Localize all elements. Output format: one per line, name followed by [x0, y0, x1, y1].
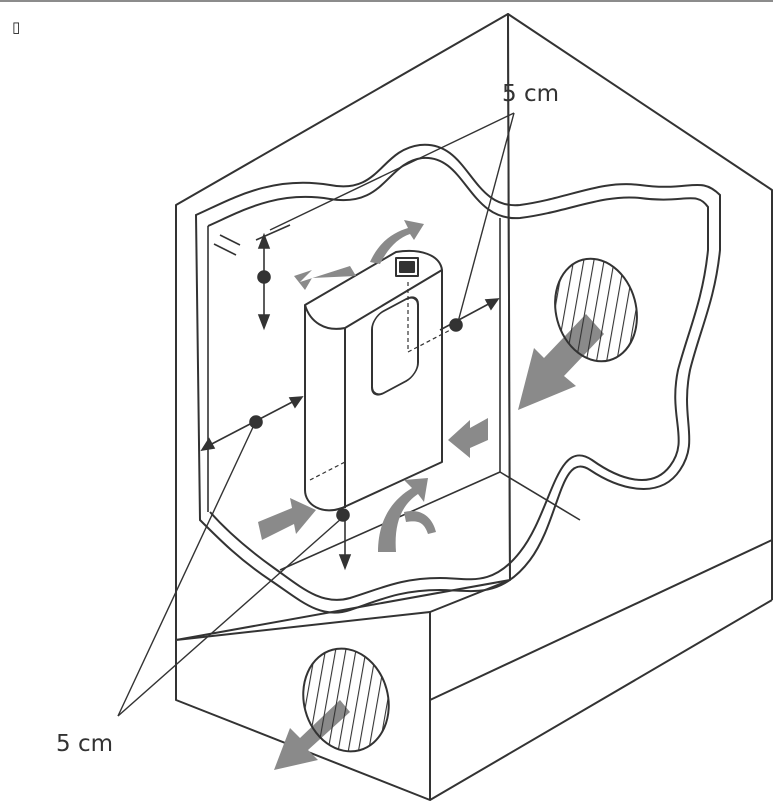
cutaway-edge — [194, 143, 721, 614]
top-divider — [0, 0, 773, 2]
guide-lines — [309, 282, 457, 515]
leader-lines — [117, 112, 515, 717]
vent-openings — [302, 257, 638, 753]
clearance-arrows — [200, 224, 500, 571]
top-clearance-label: 5 cm — [502, 81, 559, 107]
placeholder-glyph-icon: ▯ — [12, 18, 21, 36]
water-heater-unit — [304, 250, 443, 512]
bottom-clearance-label: 5 cm — [56, 731, 113, 757]
